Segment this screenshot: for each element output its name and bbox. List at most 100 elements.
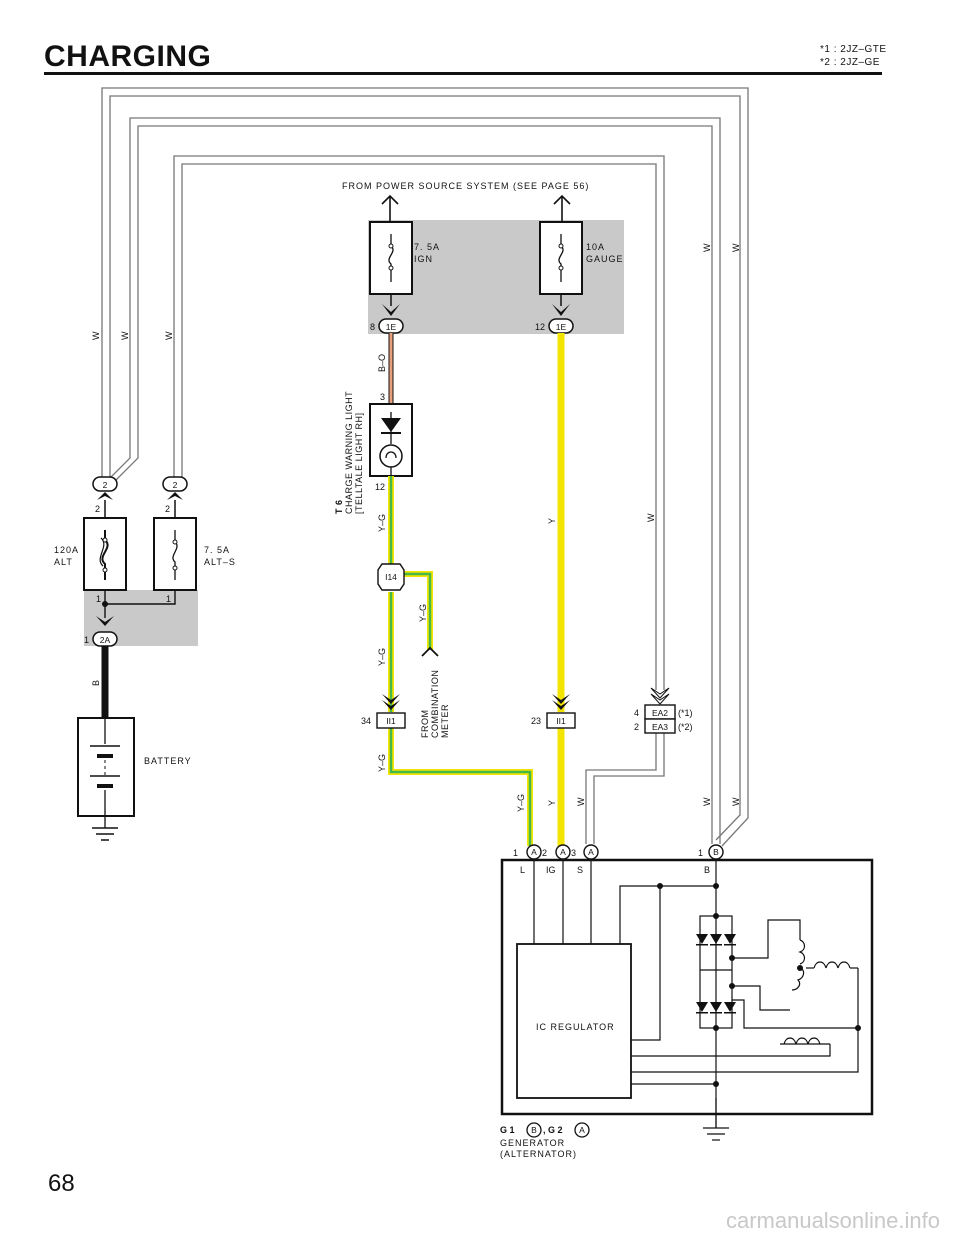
wire-yg-5: Y–G xyxy=(516,794,526,812)
fuse-alt-s-name: ALT–S xyxy=(204,557,236,567)
fuse-alt-s xyxy=(153,500,197,591)
bus-junction xyxy=(102,601,108,607)
terminal-s: S xyxy=(577,865,583,875)
c-2-right: 2 xyxy=(173,480,178,490)
engine-note-2: *2 : 2JZ–GE xyxy=(820,57,880,68)
terminal-2a-arrow xyxy=(96,616,114,626)
generator-name: GENERATOR xyxy=(500,1138,565,1148)
pin-3: 3 xyxy=(380,392,385,402)
ii1-terminals xyxy=(382,687,670,710)
fuse-ign-amp: 7. 5A xyxy=(414,242,440,252)
watermark: carmanualsonline.info xyxy=(725,1208,940,1233)
fuse-ign-name: IGN xyxy=(414,254,433,264)
pin-12: 12 xyxy=(535,322,545,332)
terminal-l: L xyxy=(520,865,525,875)
connector-ii1-left xyxy=(376,712,406,729)
pin-g3: 3 xyxy=(571,848,576,858)
pin-g2: 2 xyxy=(542,848,547,858)
pin-2b: 2 xyxy=(165,504,170,514)
wire-w-8: W xyxy=(702,797,712,806)
code-g1: G 1 xyxy=(500,1125,515,1135)
c-i14: I14 xyxy=(385,572,397,582)
wire-y-1: Y xyxy=(547,518,557,524)
fuse-gauge-name: GAUGE xyxy=(586,254,624,264)
fuse-ign xyxy=(369,221,413,295)
wire-yg-2: Y–G xyxy=(377,648,387,666)
c-ii1-right: II1 xyxy=(556,716,566,726)
c-a2: A xyxy=(560,847,566,857)
wire-bo: B–O xyxy=(377,354,387,372)
wire-w-9: W xyxy=(731,797,741,806)
c-ea3: EA3 xyxy=(652,722,668,732)
warning-light-name: CHARGE WARNING LIGHT xyxy=(344,391,354,514)
power-source-label: FROM POWER SOURCE SYSTEM (SEE PAGE 56) xyxy=(342,181,589,191)
ic-regulator-label: IC REGULATOR xyxy=(536,1022,615,1032)
w-wires xyxy=(101,87,749,847)
variant-ea2: (*1) xyxy=(678,708,693,718)
fusible-link-alt xyxy=(83,500,127,591)
code-conn-a: A xyxy=(579,1125,585,1135)
power-arrows xyxy=(381,194,571,222)
code-g2: , G 2 xyxy=(543,1125,563,1135)
connector-i14 xyxy=(377,563,405,591)
c-2a: 2A xyxy=(100,635,111,645)
connector-ii1-right xyxy=(546,712,576,729)
pin-34: 34 xyxy=(361,716,371,726)
code-circle-b xyxy=(526,1122,542,1138)
title-rule xyxy=(44,72,882,75)
wire-yg-1: Y–G xyxy=(377,514,387,532)
connector-1e-pair xyxy=(378,318,574,334)
c-a1: A xyxy=(531,847,537,857)
from-meter-1: FROM xyxy=(420,710,430,739)
wire-b: B xyxy=(91,680,101,686)
page-title: CHARGING xyxy=(44,40,212,73)
pin-2c: 2 xyxy=(634,722,639,732)
c-1e-right: 1E xyxy=(556,322,567,332)
fuse-alt-s-amp: 7. 5A xyxy=(204,545,230,555)
pin-1b: 1 xyxy=(166,594,171,604)
connector-ea3 xyxy=(644,718,676,734)
from-meter-2: COMBINATION xyxy=(430,670,440,738)
c-2-left: 2 xyxy=(103,480,108,490)
pin-1c: 1 xyxy=(84,635,89,645)
pin-12b: 12 xyxy=(375,482,385,492)
charge-warning-light xyxy=(369,403,413,477)
generator-connectors xyxy=(526,844,724,860)
pin-23: 23 xyxy=(531,716,541,726)
pin-1a: 1 xyxy=(96,594,101,604)
fuse-alt-name: ALT xyxy=(54,557,73,567)
engine-note-1: *1 : 2JZ–GTE xyxy=(820,44,887,55)
c-a3: A xyxy=(588,847,594,857)
battery-label: BATTERY xyxy=(144,756,192,766)
fuse-gauge-amp: 10A xyxy=(586,242,605,252)
c-ii1-left: II1 xyxy=(386,716,396,726)
from-meter-3: METER xyxy=(440,704,450,738)
pin-g4: 1 xyxy=(698,848,703,858)
code-conn-b: B xyxy=(531,1125,537,1135)
warning-light-code: T 6 xyxy=(334,499,344,514)
wire-y-2: Y xyxy=(547,800,557,806)
generator xyxy=(500,858,874,1141)
wire-w-1: W xyxy=(91,331,101,340)
wire-w-7: W xyxy=(576,797,586,806)
c-ea2: EA2 xyxy=(652,708,668,718)
fuse-alt-amp: 120A xyxy=(54,545,79,555)
battery xyxy=(77,717,135,841)
terminal-b: B xyxy=(704,865,710,875)
from-meter-arrow xyxy=(421,646,439,657)
pin-4: 4 xyxy=(634,708,639,718)
code-circle-a xyxy=(574,1122,590,1138)
wire-w-6: W xyxy=(646,513,656,522)
connector-2-pair xyxy=(92,476,188,500)
wire-y-g xyxy=(388,476,533,846)
variant-ea3: (*2) xyxy=(678,722,693,732)
wire-yg-4: Y–G xyxy=(377,754,387,772)
page-number: 68 xyxy=(48,1170,75,1197)
wire-w-4: W xyxy=(702,243,712,252)
pin-2a: 2 xyxy=(95,504,100,514)
fuse-gauge xyxy=(539,221,583,295)
wire-w-2: W xyxy=(120,331,130,340)
wire-yg-3: Y–G xyxy=(418,604,428,622)
